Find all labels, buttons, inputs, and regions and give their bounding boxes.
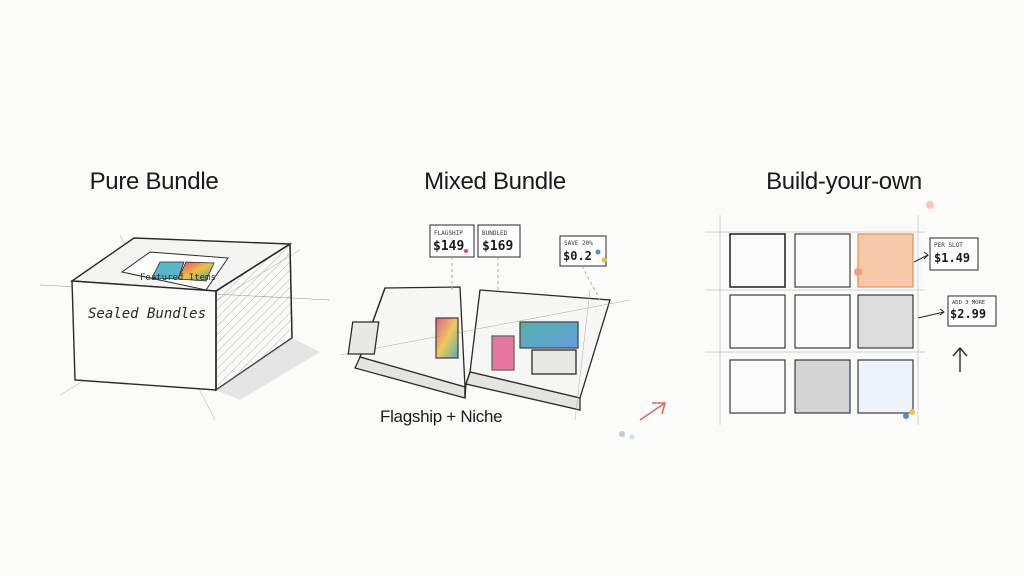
box-label: Sealed Bundles [88, 306, 206, 322]
slot-grid [705, 201, 934, 425]
tag-label-add-more: ADD 3 MORE [952, 300, 985, 306]
arrow-icon [639, 402, 667, 421]
tag-label-per-slot: PER SLOT [934, 242, 963, 249]
card-label: Featured Items [140, 273, 216, 283]
mixed-caption: Flagship + Niche [380, 407, 503, 426]
price-tags-mixed [429, 224, 607, 301]
tag-label-bundled: BUNDLED [482, 230, 508, 237]
tag-price-add-more: $2.99 [950, 307, 986, 321]
tag-price-bundled: $169 [482, 239, 513, 254]
up-arrow-icon [952, 346, 968, 372]
tag-price-per-slot: $1.49 [934, 251, 970, 265]
price-tags-build [913, 237, 997, 327]
open-trays [339, 286, 631, 421]
panel-title-pure: Pure Bundle [89, 168, 219, 195]
tag-price-flagship: $149 [433, 239, 464, 254]
tag-label-save: SAVE 20% [564, 240, 593, 247]
tag-price-save: $0.2 [563, 249, 592, 263]
tag-label-flagship: FLAGSHIP [434, 230, 463, 237]
sealed-box [39, 234, 331, 421]
panel-title-build: Build-your-own [766, 168, 922, 195]
panel-title-mixed: Mixed Bundle [424, 168, 566, 195]
